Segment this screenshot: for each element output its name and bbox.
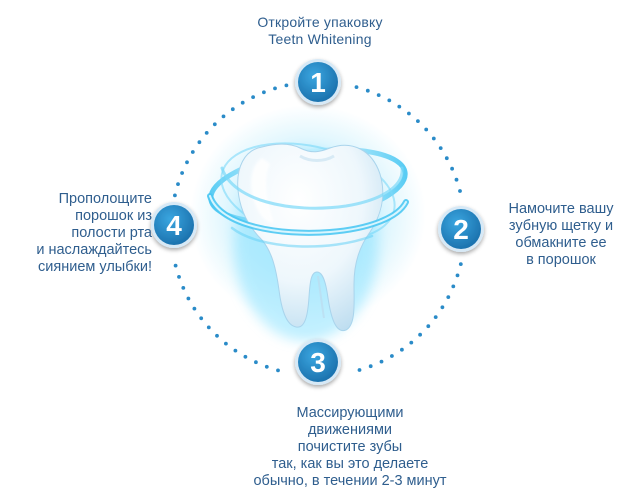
connector-dot (458, 189, 462, 193)
badge-disc (154, 205, 194, 245)
connector-dot (416, 119, 420, 123)
connector-dot (233, 348, 238, 353)
badge-disc (441, 209, 481, 249)
connector-dot (438, 146, 443, 151)
connector-dot (400, 347, 404, 352)
connector-dot (254, 360, 258, 365)
connector-dot (177, 275, 181, 279)
connector-dot (192, 306, 197, 311)
connector-dot (379, 359, 384, 364)
connector-dot (397, 104, 402, 109)
connector-dot (451, 284, 456, 289)
connector-dot (433, 315, 438, 319)
connector-dot (185, 160, 189, 165)
step-number: 3 (310, 347, 326, 378)
step-2-text: Намочите вашу зубную щетку и обмакните е… (508, 201, 614, 268)
connector-dot (376, 93, 381, 97)
connector-dot (390, 354, 394, 358)
step-number: 2 (453, 214, 469, 245)
step-2-badge: 2 (438, 206, 484, 252)
step-3-text: Массирующими движениями почистите зубы т… (253, 405, 447, 489)
connector-dot (407, 111, 411, 116)
connector-dot (221, 114, 226, 119)
connector-dot (206, 325, 211, 330)
step-number: 4 (166, 210, 182, 241)
badge-disc (298, 62, 338, 102)
connector-dot (273, 86, 277, 91)
connector-dot (186, 296, 191, 301)
connector-dot (173, 193, 177, 198)
badge-disc (298, 342, 338, 382)
tooth-body (237, 143, 384, 332)
step-4-badge: 4 (151, 202, 197, 248)
connector-dot (240, 100, 245, 105)
connector-dot (387, 98, 392, 103)
step-badges: 1 2 3 4 (151, 59, 484, 385)
connector-dot (409, 340, 414, 345)
connector-dot (446, 295, 451, 299)
connector-dot (455, 273, 460, 278)
connector-dot (418, 332, 422, 337)
connector-dot (454, 177, 459, 182)
connector-dot (204, 131, 209, 135)
connector-dot (215, 333, 219, 338)
connector-dot (444, 156, 449, 161)
connector-dot (251, 95, 256, 99)
connector-dot (365, 88, 370, 93)
connector-dot (284, 83, 289, 88)
step-1-badge: 1 (295, 59, 341, 105)
connector-dot (212, 122, 217, 127)
connector-dot (357, 368, 362, 372)
connector-dot (276, 368, 280, 373)
glow-ring-front (207, 166, 409, 248)
connector-dot (354, 85, 359, 89)
connector-dot (230, 107, 235, 112)
connector-dot (224, 341, 228, 346)
connector-dot (458, 262, 463, 266)
connector-dot (176, 182, 180, 187)
step-3-badge: 3 (295, 339, 341, 385)
connector-dot (180, 171, 185, 175)
connector-dot (181, 286, 186, 290)
connector-dot (368, 364, 373, 369)
connector-dot (431, 136, 436, 141)
step-number: 1 (310, 67, 326, 98)
connector-dot (190, 150, 195, 154)
connector-dot (450, 166, 454, 171)
connector-dot (424, 127, 429, 132)
tooth-icon (190, 105, 426, 341)
connector-dot (199, 316, 204, 321)
connector-dot (197, 140, 202, 145)
connector-dot (243, 354, 248, 359)
dotted-circle-connector (173, 83, 463, 373)
connector-dot (262, 90, 266, 95)
connector-dot (426, 324, 431, 329)
step-4-text: Прополощите порошок из полости рта и нас… (36, 191, 152, 275)
connector-dot (173, 263, 178, 268)
step-1-text: Откройте упаковку Teetn Whitening (257, 14, 383, 47)
connector-dot (440, 305, 445, 310)
connector-dot (264, 364, 269, 369)
